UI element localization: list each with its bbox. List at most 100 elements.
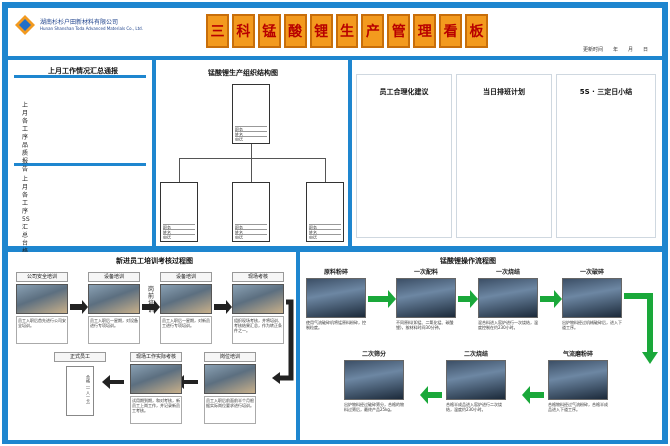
step-photo <box>232 284 284 314</box>
org-connector <box>251 158 252 182</box>
flow-step-note: 合格半成品进入窑炉进行二次烧结，温度约230小时。 <box>446 402 502 412</box>
title-char: 酸 <box>288 24 303 40</box>
org-connector <box>179 158 325 159</box>
step-photo <box>160 284 212 314</box>
title-char: 看 <box>443 24 458 40</box>
production-flow-title: 锰酸锂操作流程图 <box>440 257 496 265</box>
org-field: 职务 <box>163 224 195 229</box>
flow-step-photo <box>562 278 622 318</box>
step-label: 现场考核 <box>232 272 284 282</box>
flow-arrows <box>368 290 658 404</box>
org-chart-title: 锰酸锂生产组织结构图 <box>208 69 278 77</box>
title-char: 板 <box>469 24 484 40</box>
training-title: 新进员工培训考核过程图 <box>116 257 193 265</box>
title-char: 锰 <box>262 24 277 40</box>
arrow-right-icon <box>142 300 160 314</box>
arrow-right-icon <box>368 290 396 308</box>
company-logo: 湖南杉杉户田新材料有限公司 Hunan Shanshan Toda Advanc… <box>14 14 164 36</box>
arrow-right-icon <box>540 290 562 308</box>
training-step: 设备培训 员工入职后一星期，对设备进行专项培训。 <box>88 272 140 344</box>
arrow-left-icon <box>522 386 544 404</box>
employee-suggestions-title: 员工合理化建议 <box>379 88 429 96</box>
summary-header: 上月工作情况汇总通报 <box>14 64 146 78</box>
title-char-cell: 板 <box>465 14 488 48</box>
training-step-final: 正式员工 合格（一人一卡） <box>54 352 106 416</box>
org-field: 电话 <box>235 136 267 141</box>
flow-step: 一次烧结 混合料进入窑炉进行一次烧结，温度控制在约230小时。 <box>478 268 538 340</box>
step-label: 公司安全培训 <box>16 272 68 282</box>
board-title: 三科锰酸锂生产管理看板 <box>206 14 488 48</box>
title-char: 管 <box>391 24 406 40</box>
logo-icon <box>15 15 35 35</box>
step-label: 设备培训 <box>88 272 140 282</box>
step-label: 设备培训 <box>160 272 212 282</box>
arrow-return-line <box>280 299 294 381</box>
step-label: 现场工作实际考核 <box>130 352 182 362</box>
org-connector <box>325 158 326 182</box>
flow-step: 气流磨粉碎 合格物料经过气流粉碎，合格半成品进入下道工序。 <box>548 350 608 422</box>
flow-step-photo <box>446 360 506 400</box>
update-time: 更新时间 年 月 日 <box>583 46 648 53</box>
arrow-right-icon <box>458 290 478 308</box>
title-char-cell: 管 <box>387 14 411 48</box>
daily-schedule-column: 当日排班计划 <box>456 74 552 238</box>
flow-step-label: 气流磨粉碎 <box>562 351 593 358</box>
title-char-cell: 酸 <box>283 14 307 48</box>
daily-schedule-title: 当日排班计划 <box>483 88 525 96</box>
org-box-manager: 职务 姓名 电话 <box>232 84 270 144</box>
company-name-en: Hunan Shanshan Toda Advanced Materials C… <box>40 26 143 31</box>
flow-step-note: 混合料进入窑炉进行一次烧结，温度控制在约230小时。 <box>478 320 538 330</box>
flow-step-note: 不同原料(如锰、二氧化锰、碳酸锂)，按材料时间30分钟。 <box>396 320 454 330</box>
update-time-label: 更新时间 <box>582 47 603 53</box>
title-char-cell: 锰 <box>257 14 281 48</box>
summary-title: 上月工作情况汇总通报 <box>48 67 118 75</box>
arrow-right-icon <box>70 300 88 314</box>
step-note: 组织现场考核，并将培训、考核结果汇总，作为转正条件之一。 <box>232 316 284 344</box>
training-step: 现场考核 组织现场考核，并将培训、考核结果汇总，作为转正条件之一。 <box>232 272 284 344</box>
title-char-cell: 科 <box>231 14 255 48</box>
step-photo <box>88 284 140 314</box>
flow-step-label: 二次烧结 <box>463 351 488 358</box>
year-label: 年 <box>612 47 618 53</box>
step-note: 试用期到期，和对考核，新员工上岗工作，并记录新员工考核。 <box>130 396 182 424</box>
company-name-cn: 湖南杉杉户田新材料有限公司 <box>40 19 119 26</box>
flow-step-photo <box>344 360 404 400</box>
flow-step-photo <box>396 278 456 318</box>
step-note: 员工入职后前面前半个月根据实际岗位要求进行培训。 <box>204 396 256 424</box>
title-char: 锂 <box>314 24 329 40</box>
5s-summary-label: 上月各工序5S汇总台格通 <box>22 176 30 263</box>
employee-suggestions-column: 员工合理化建议 <box>356 74 452 238</box>
flow-step-note: 出炉物料经过机械破碎后，进入下道工序。 <box>562 320 622 330</box>
month-label: 月 <box>627 47 633 53</box>
title-char-cell: 生 <box>335 14 359 48</box>
org-connector <box>179 158 180 182</box>
step-note: 员工入职后一星期，对新员工进行专项培训。 <box>160 316 212 344</box>
training-step: 设备培训 员工入职后一星期，对新员工进行专项培训。 <box>160 272 212 344</box>
summary-quality-row: 上月各工序品质报告 <box>14 82 146 173</box>
day-label: 日 <box>642 47 648 53</box>
arrow-left-icon <box>272 372 280 384</box>
qualified-badge: 合格（一人一卡） <box>66 366 94 416</box>
flow-step-note: 出炉物料经过破碎筛分，合格的物料过筛后，最终产品25kg。 <box>344 402 404 412</box>
flow-step-label: 原料粉碎 <box>323 269 348 276</box>
flow-step-note: 使用气流破碎机将锰原料粉碎，控制粒度。 <box>306 320 366 330</box>
ideas-panel: 员工合理化建议 当日排班计划 5S · 三定日小结 <box>352 60 662 246</box>
training-step: 岗位培训 员工入职后前面前半个月根据实际岗位要求进行培训。 <box>204 352 256 424</box>
pre-job-training-label: 岗前培训 <box>148 286 155 314</box>
title-char-cell: 产 <box>361 14 385 48</box>
title-char-cell: 理 <box>413 14 437 48</box>
title-char: 三 <box>210 24 225 40</box>
org-box-middle: 职务 姓名 电话 <box>232 182 270 242</box>
arrow-down-line <box>624 293 653 352</box>
step-label: 岗位培训 <box>204 352 256 362</box>
5s-daily-summary-column: 5S · 三定日小结 <box>556 74 656 238</box>
quality-report-label: 上月各工序品质报告 <box>22 102 29 173</box>
org-connector <box>251 144 252 158</box>
flow-step-photo <box>478 278 538 318</box>
org-field: 职务 <box>235 126 267 131</box>
org-field: 电话 <box>309 234 341 239</box>
flow-step: 一次配料 不同原料(如锰、二氧化锰、碳酸锂)，按材料时间30分钟。 <box>396 268 456 340</box>
flow-step-label: 一次配料 <box>413 269 438 276</box>
step-photo <box>16 284 68 314</box>
org-field: 电话 <box>163 234 195 239</box>
